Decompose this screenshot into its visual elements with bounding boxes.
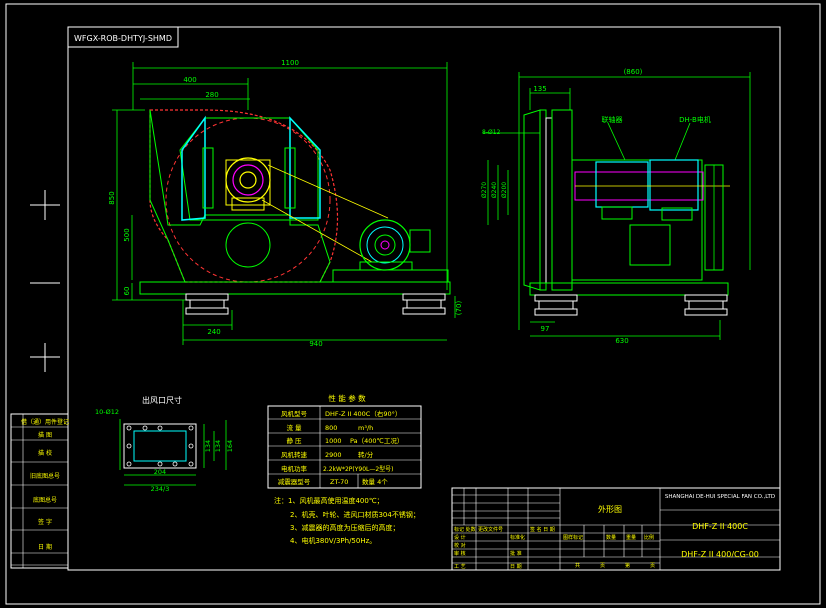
title-drawing-no: DHF-Z II 400/CG-00 bbox=[681, 550, 759, 559]
tb-row-4: 工 艺 bbox=[454, 564, 466, 570]
tb-mid2-0: 签 名 日 期 bbox=[530, 526, 555, 533]
side-dim-dia3: Ø200 bbox=[501, 182, 508, 198]
tb-stage-2: 重量 bbox=[626, 534, 636, 541]
label-coupling: 联轴器 bbox=[602, 115, 623, 124]
side-dim-top-offset: 135 bbox=[533, 85, 546, 93]
top-label-box bbox=[67, 26, 179, 48]
perf-row-1-val: 800 bbox=[325, 424, 337, 432]
note-1: 2、机壳、叶轮、进风口材质304不锈钢； bbox=[290, 510, 420, 519]
tb-row-2: 校 对 bbox=[454, 542, 466, 549]
outlet-h-side: 134 bbox=[204, 440, 212, 452]
side-view: (860) 135 8-Ø12 Ø270 Ø240 Ø200 97 630 联轴… bbox=[481, 68, 751, 345]
perf-row-4-val: 2.2kW*2P(Y90L—2型号) bbox=[323, 465, 394, 473]
perf-row-3-key: 风机转速 bbox=[281, 450, 308, 459]
perf-row-4-key: 电机功率 bbox=[281, 464, 308, 473]
perf-row-1-key: 流 量 bbox=[286, 423, 302, 432]
tb-mid-1: 标准化 bbox=[510, 534, 525, 541]
tb-row-0: 标记 处数 bbox=[454, 526, 476, 533]
outlet-h-inner: 134 bbox=[214, 440, 222, 452]
tb-row-3: 审 核 bbox=[454, 550, 466, 557]
dim-height-base: 60 bbox=[123, 287, 131, 296]
perf-row-1-unit: m³/h bbox=[358, 424, 373, 432]
title-company: SHANGHAI DE-HUI SPECIAL FAN CO.,LTD bbox=[665, 494, 775, 500]
dim-height-total: 850 bbox=[108, 191, 116, 204]
notes: 注：1、风机最高使用温度400℃； 2、机壳、叶轮、进风口材质304不锈钢； 3… bbox=[274, 496, 420, 545]
crosshair-marks bbox=[30, 190, 60, 372]
tb-mid-0: 更改文件号 bbox=[478, 526, 503, 533]
perf-row-3-unit: 转/分 bbox=[358, 450, 374, 459]
side-dim-dia1: Ø270 bbox=[481, 182, 488, 198]
note-0: 注：1、风机最高使用温度400℃； bbox=[274, 496, 384, 505]
left-table-0: 借（通）用件登记 bbox=[21, 418, 69, 426]
left-table-6: 日 期 bbox=[38, 543, 52, 551]
perf-title: 性 能 参 数 bbox=[328, 393, 366, 403]
perf-row-2-key: 静 压 bbox=[286, 436, 302, 445]
outlet-title: 出风口尺寸 bbox=[142, 395, 182, 405]
perf-row-2-val: 1000 bbox=[325, 437, 342, 445]
tb-mid-3: 日 期 bbox=[510, 564, 522, 570]
top-label: WFGX-ROB-DHTYJ-SHMD bbox=[74, 34, 172, 43]
tb-stage-0: 图样标记 bbox=[563, 534, 583, 541]
note-2: 3、减震器的高度为压缩后的高度； bbox=[290, 523, 399, 532]
left-table-3: 旧底图总号 bbox=[30, 472, 60, 480]
side-dim-bottom-total: 630 bbox=[615, 337, 628, 345]
tb-sheet-0: 共 bbox=[575, 562, 580, 569]
side-dim-overall: (860) bbox=[624, 68, 643, 76]
left-table-5: 签 字 bbox=[38, 518, 52, 526]
perf-row-5-key: 减震器型号 bbox=[278, 477, 311, 486]
outlet-h-outer: 164 bbox=[226, 440, 234, 452]
dim-inlet-width: 400 bbox=[183, 76, 196, 84]
perf-row-3-val: 2900 bbox=[325, 451, 342, 459]
tb-stage-1: 数量 bbox=[606, 534, 616, 541]
outer-frame bbox=[5, 3, 821, 605]
left-side-table: 借（通）用件登记 描 图 描 校 旧底图总号 底图总号 签 字 日 期 bbox=[10, 413, 69, 569]
outlet-holes: 10-Ø12 bbox=[95, 408, 119, 416]
left-table-2: 描 校 bbox=[38, 449, 52, 457]
outlet-w-outer: 204 bbox=[154, 468, 166, 476]
dim-inlet-inner: 280 bbox=[205, 91, 218, 99]
perf-row-5-unit: 数量 4个 bbox=[362, 477, 388, 486]
dim-overall-width: 1100 bbox=[281, 59, 299, 67]
left-table-1: 描 图 bbox=[38, 431, 52, 439]
tb-sheet-1: 页 bbox=[600, 563, 605, 569]
left-table-4: 底图总号 bbox=[33, 496, 57, 504]
outlet-w-pitch: 234/3 bbox=[151, 485, 170, 493]
label-motor: DH-B电机 bbox=[679, 115, 711, 124]
perf-table: 性 能 参 数 风机型号 DHF-Z II 400C（右90°） 流 量 800… bbox=[267, 393, 422, 489]
perf-row-2-unit: Pa（400℃工况） bbox=[350, 437, 403, 445]
dim-base-left: 240 bbox=[207, 328, 220, 336]
dim-base-total: 940 bbox=[309, 340, 322, 348]
perf-row-5-val: ZT-70 bbox=[330, 478, 348, 486]
tb-stage-3: 比例 bbox=[644, 534, 654, 541]
side-dim-dia2: Ø240 bbox=[491, 182, 498, 198]
outlet-detail: 出风口尺寸 10-Ø12 204 234/3 134 134 164 bbox=[95, 395, 234, 493]
tb-row-1: 设 计 bbox=[454, 534, 466, 541]
tb-mid-2: 批 准 bbox=[510, 550, 522, 557]
title-model: DHF-Z II 400C bbox=[692, 522, 748, 531]
dim-height-mid: 500 bbox=[123, 228, 131, 241]
dim-base-side: (70) bbox=[455, 301, 463, 316]
title-block: SHANGHAI DE-HUI SPECIAL FAN CO.,LTD 外形图 … bbox=[451, 487, 781, 571]
side-dim-bottom-small: 97 bbox=[541, 325, 550, 333]
tb-sheet-3: 页 bbox=[650, 563, 655, 569]
perf-row-0-val: DHF-Z II 400C（右90°） bbox=[325, 409, 401, 418]
perf-row-0-key: 风机型号 bbox=[281, 409, 308, 418]
note-3: 4、电机380V/3Ph/50Hz。 bbox=[290, 536, 376, 545]
front-view: 1100 400 280 850 500 60 240 940 (70) bbox=[108, 59, 463, 348]
inner-frame bbox=[67, 26, 781, 571]
tb-sheet-2: 第 bbox=[625, 562, 630, 569]
side-dim-bolts: 8-Ø12 bbox=[482, 129, 501, 136]
title-drawing-name: 外形图 bbox=[598, 504, 622, 514]
